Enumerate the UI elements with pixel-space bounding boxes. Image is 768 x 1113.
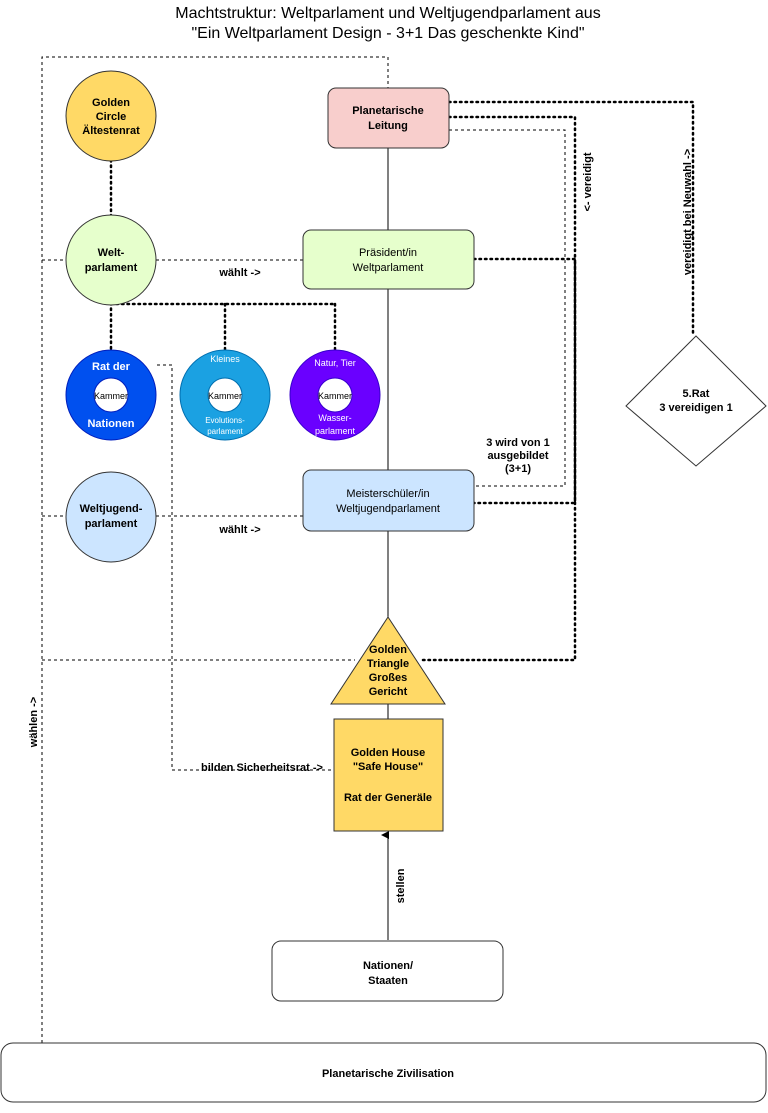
- kammer-3-center: Kammer: [318, 391, 352, 401]
- vereidigt-label: <- vereidigt: [582, 152, 594, 211]
- weltjugendparlament-label-2: parlament: [85, 518, 138, 530]
- triangle-label-3: Großes: [369, 672, 408, 684]
- praesident-node[interactable]: Präsident/in Weltparlament: [302, 229, 475, 290]
- golden-circle-node[interactable]: Golden Circle Ältestenrat: [65, 70, 157, 162]
- leitung-label-2: Leitung: [368, 120, 408, 132]
- meisterschueler-label-2: Weltjugendparlament: [336, 503, 440, 515]
- meisterschueler-node[interactable]: Meisterschüler/in Weltjugendparlament: [302, 469, 475, 532]
- weltparlament-label-2: parlament: [85, 262, 138, 274]
- kammer-1-center: Kammer: [94, 391, 128, 401]
- kammer-3-bottom-2: parlament: [315, 426, 356, 436]
- kammer-2-top: Kleines: [210, 354, 240, 364]
- nationen-node[interactable]: Nationen/ Staaten: [271, 940, 504, 1002]
- triangle-label-2: Triangle: [367, 658, 409, 670]
- praesident-label-1: Präsident/in: [359, 247, 417, 259]
- golden-house-label-3: Rat der Generäle: [344, 792, 432, 804]
- meisterschueler-label-1: Meisterschüler/in: [346, 488, 429, 500]
- rat5-node[interactable]: 5.Rat 3 vereidigen 1: [625, 335, 767, 467]
- golden-house-label-2: "Safe House": [353, 761, 423, 773]
- weltjugendparlament-node[interactable]: Weltjugend- parlament: [65, 471, 157, 563]
- golden-house-node[interactable]: Golden House "Safe House" Rat der Generä…: [333, 718, 444, 832]
- kammer-2-bottom: Evolutions-: [205, 416, 245, 425]
- kammer-evolutionsparlament[interactable]: Kleines Kammer Evolutions- parlament: [179, 349, 271, 441]
- weltparlament-label-1: Welt-: [98, 247, 125, 259]
- planetarische-leitung-node[interactable]: Planetarische Leitung: [327, 87, 450, 149]
- kammer-2-center: Kammer: [208, 391, 242, 401]
- golden-circle-label-1: Golden: [92, 97, 130, 109]
- golden-house-label-1: Golden House: [351, 747, 426, 759]
- waehlt-label-2: wählt ->: [218, 524, 260, 536]
- sicherheitsrat-label: bilden Sicherheitsrat ->: [201, 762, 323, 774]
- title-line-1: Machtstruktur: Weltparlament und Weltjug…: [175, 5, 600, 22]
- kammer-rat-der-nationen[interactable]: Rat der Kammer Nationen: [65, 349, 157, 441]
- ausgebildet-label-1: 3 wird von 1: [486, 437, 550, 449]
- title-line-2: "Ein Weltparlament Design - 3+1 Das gesc…: [191, 25, 584, 42]
- rat5-label-1: 5.Rat: [683, 388, 710, 400]
- kammer-wasserparlament[interactable]: Natur, Tier Kammer Wasser- parlament: [289, 349, 381, 441]
- kammer-3-bottom: Wasser-: [318, 413, 351, 423]
- waehlen-label: wählen ->: [28, 697, 40, 748]
- triangle-label-1: Golden: [369, 644, 407, 656]
- weltjugendparlament-label-1: Weltjugend-: [80, 503, 143, 515]
- kammer-2-bottom-2: parlament: [207, 427, 243, 436]
- vereidigt-neuwahl-label: vereidigt bei Neuwahl ->: [682, 149, 694, 275]
- golden-circle-label-2: Circle: [96, 111, 127, 123]
- praesident-label-2: Weltparlament: [353, 262, 424, 274]
- zivilisation-node[interactable]: Planetarische Zivilisation: [0, 1042, 767, 1103]
- leitung-label-1: Planetarische: [352, 105, 424, 117]
- rat5-label-2: 3 vereidigen 1: [659, 402, 732, 414]
- weltparlament-node[interactable]: Welt- parlament: [65, 214, 157, 306]
- golden-circle-label-3: Ältestenrat: [82, 124, 140, 137]
- ausgebildet-label-3: (3+1): [505, 463, 531, 475]
- golden-triangle-node[interactable]: Golden Triangle Großes Gericht: [330, 616, 446, 705]
- nationen-label-1: Nationen/: [363, 960, 413, 972]
- kammer-1-top: Rat der: [92, 361, 131, 373]
- stellen-label: stellen: [395, 868, 407, 903]
- kammer-1-bottom: Nationen: [87, 418, 134, 430]
- triangle-label-4: Gericht: [369, 686, 408, 698]
- ausgebildet-label-2: ausgebildet: [487, 450, 548, 462]
- kammer-3-top: Natur, Tier: [314, 358, 356, 368]
- waehlt-label-1: wählt ->: [218, 267, 260, 279]
- nationen-label-2: Staaten: [368, 975, 408, 987]
- zivilisation-label: Planetarische Zivilisation: [322, 1068, 454, 1080]
